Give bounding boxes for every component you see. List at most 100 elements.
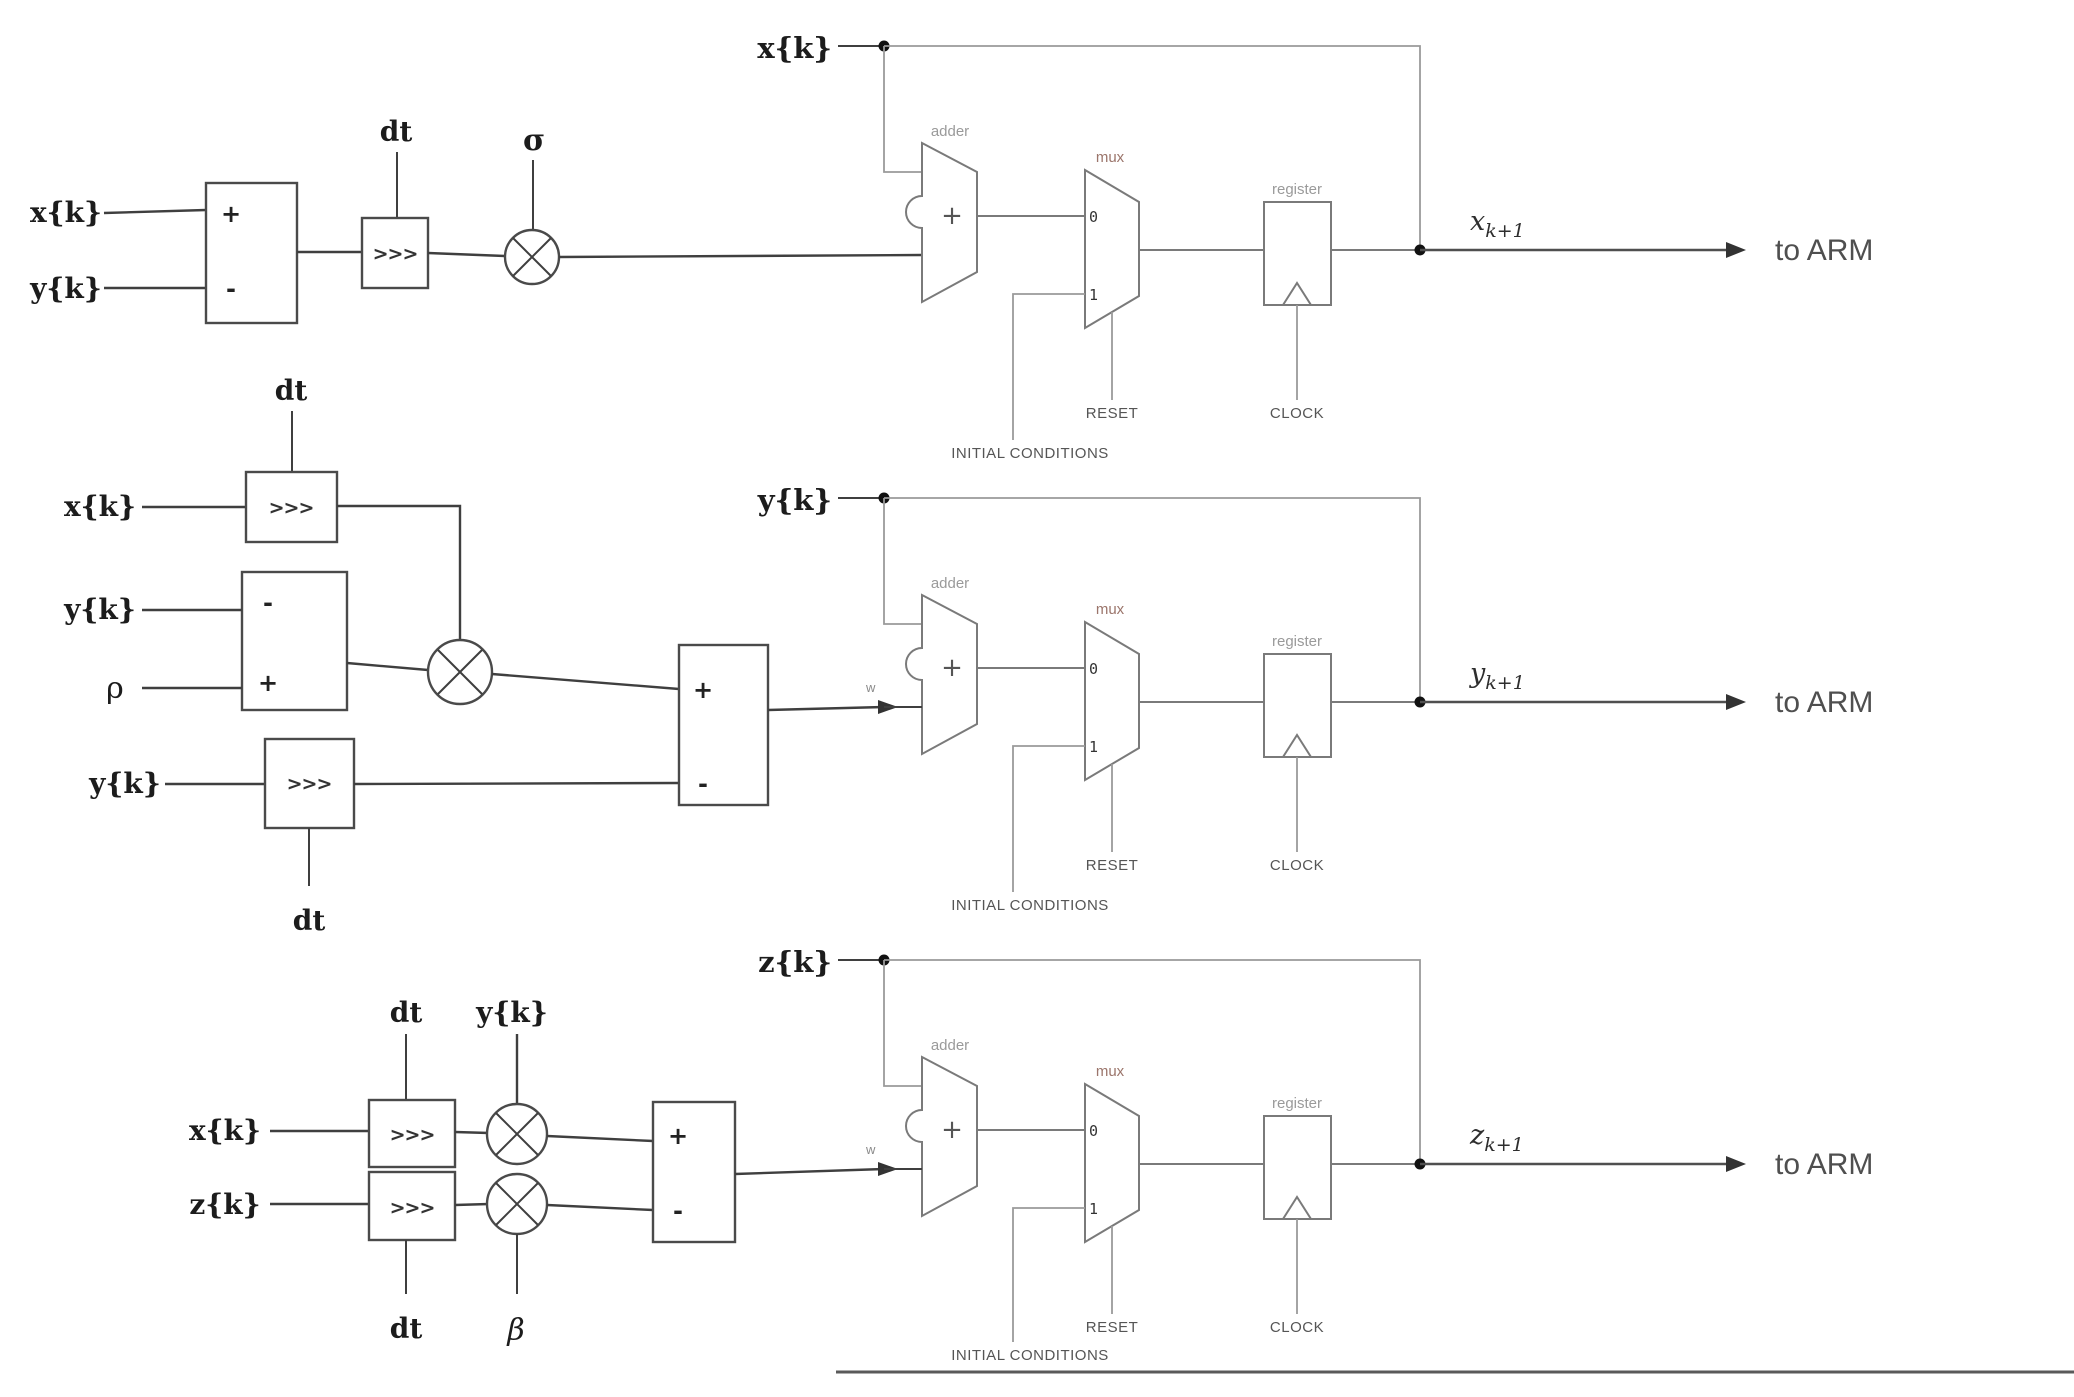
feedback-wire [884, 45, 1421, 250]
mux-shape [1084, 620, 1140, 782]
clock-label: CLOCK [1270, 1319, 1324, 1336]
signal-wire [346, 661, 429, 672]
reset-label: RESET [1086, 1319, 1139, 1336]
output-signal-label: zk+1 [1469, 1120, 1524, 1156]
to-arm-label: to ARM [1775, 234, 1873, 267]
feedback-wire [884, 497, 1421, 702]
output-arrowhead-icon [1726, 694, 1746, 710]
state-signal-label: z{k} [758, 945, 832, 979]
register-shape [1263, 653, 1332, 758]
register-shape [1263, 201, 1332, 306]
product-wire [546, 1134, 654, 1143]
plus-port-label: + [258, 669, 278, 697]
mux-input-0-label: 0 [1089, 660, 1098, 678]
sum-box [651, 1100, 737, 1244]
multiplier-cross [495, 1112, 539, 1156]
row-z: dt y{k} x{k} z{k} >>> >>> β dt + - z{k} [189, 945, 2074, 1374]
adder-label: adder [931, 123, 969, 140]
input-signal-label: x{k} [189, 1114, 261, 1147]
shifter-box [244, 470, 339, 544]
signal-wire [353, 781, 680, 786]
input-signal-label: z{k} [189, 1188, 260, 1221]
beta-label: β [506, 1313, 524, 1348]
output-arrowhead-icon [1726, 1156, 1746, 1172]
clock-notch-icon [1282, 733, 1312, 758]
product-wire [491, 672, 680, 691]
minus-port-label: - [263, 589, 273, 617]
dt-label: dt [275, 374, 308, 407]
signal-wire [337, 504, 462, 640]
register-label: register [1272, 181, 1322, 198]
output-arrowhead-icon [1726, 242, 1746, 258]
input-signal-label: y{k} [88, 767, 161, 800]
multiplier-cross [437, 649, 483, 695]
shift-right-label: >>> [390, 1197, 435, 1219]
clock-label: CLOCK [1270, 405, 1324, 422]
dt-label: dt [293, 904, 326, 937]
initial-conditions-label: INITIAL CONDITIONS [951, 897, 1109, 914]
plus-port-label: + [668, 1122, 688, 1150]
signal-wire [767, 705, 885, 712]
shifter-box [367, 1098, 457, 1169]
adder-label: adder [931, 1037, 969, 1054]
signal-wire [454, 1202, 490, 1207]
adder-label: adder [931, 575, 969, 592]
output-signal-label: yk+1 [1469, 658, 1525, 694]
shifter-box [263, 737, 356, 830]
output-signal-label: xk+1 [1470, 206, 1525, 242]
to-arm-label: to ARM [1775, 1148, 1873, 1181]
mux-input-1-label: 1 [1089, 738, 1098, 756]
reset-label: RESET [1086, 857, 1139, 874]
adder-plus: + [941, 1115, 963, 1145]
shift-right-label: >>> [287, 773, 332, 795]
mux-label: mux [1096, 1063, 1125, 1080]
subtractor-box [204, 181, 299, 325]
mux-input-0-label: 0 [1089, 1122, 1098, 1140]
dt-label: dt [390, 1312, 423, 1345]
feedback-wire [884, 959, 1421, 1164]
state-signal-label: x{k} [757, 31, 832, 65]
shift-right-label: >>> [373, 243, 418, 265]
initial-conditions-wire [1012, 745, 1085, 892]
mux-label: mux [1096, 149, 1125, 166]
input-signal-label: x{k} [64, 490, 136, 523]
row-y: dt x{k} >>> - + y{k} ρ y{k} >>> dt + - y… [63, 374, 1873, 937]
mux-label: mux [1096, 601, 1125, 618]
port-w-mark: w [865, 680, 876, 695]
adder-plus: + [941, 201, 963, 231]
minus-port-label: - [698, 770, 708, 798]
initial-conditions-label: INITIAL CONDITIONS [951, 1347, 1109, 1364]
plus-port-label: + [693, 676, 713, 704]
signal-wire [427, 251, 506, 258]
input-signal-label: y{k} [29, 272, 102, 305]
signal-wire [103, 208, 207, 215]
state-to-adder-wire [883, 498, 922, 625]
register-shape [1263, 1115, 1332, 1220]
adder-shape [905, 1055, 978, 1218]
to-arm-label: to ARM [1775, 686, 1873, 719]
sum-box [677, 643, 770, 807]
subtractor-box [240, 570, 349, 712]
mux-input-0-label: 0 [1089, 208, 1098, 226]
clock-notch-icon [1282, 281, 1312, 306]
initial-conditions-wire [1012, 293, 1085, 440]
mux-shape [1084, 1082, 1140, 1244]
input-signal-label: y{k} [475, 996, 548, 1029]
input-signal-label: x{k} [30, 196, 102, 229]
adder-plus: + [941, 653, 963, 683]
state-to-adder-wire [883, 960, 922, 1087]
multiplier-cross [512, 237, 552, 277]
signal-wire [454, 1130, 490, 1135]
port-w-mark: w [865, 1142, 876, 1157]
input-signal-label: y{k} [63, 593, 136, 626]
initial-conditions-wire [1012, 1207, 1085, 1342]
rho-label: ρ [106, 671, 124, 706]
mux-input-1-label: 1 [1089, 286, 1098, 304]
product-wire [546, 1203, 654, 1212]
minus-port-label: - [226, 275, 236, 303]
state-to-adder-wire [883, 46, 922, 173]
state-signal-label: y{k} [757, 483, 832, 517]
initial-conditions-label: INITIAL CONDITIONS [951, 445, 1109, 462]
mux-shape [1084, 168, 1140, 330]
